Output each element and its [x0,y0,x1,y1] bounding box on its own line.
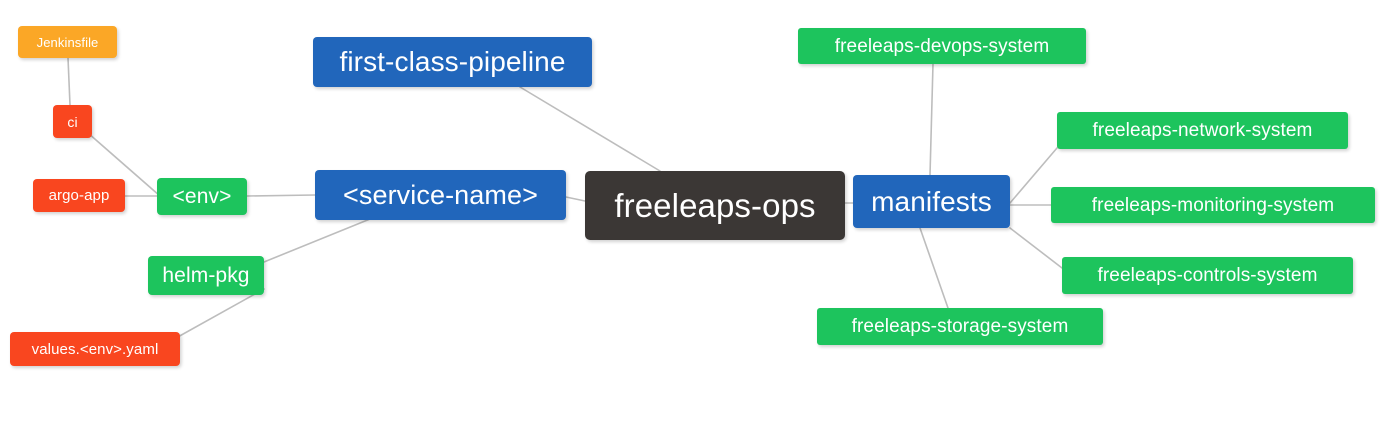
node-values-env-yaml[interactable]: values.<env>.yaml [10,332,180,366]
edge-pipeline-ops [519,86,661,172]
node-label-helm-pkg: helm-pkg [162,264,250,287]
node-env[interactable]: <env> [157,178,247,215]
node-label-service-name: <service-name> [343,179,538,210]
edge-values-helmpkg [175,288,265,339]
node-first-class-pipeline[interactable]: first-class-pipeline [313,37,592,87]
node-label-argo-app: argo-app [48,187,110,204]
node-label-freeleaps-storage-system: freeleaps-storage-system [851,316,1069,337]
node-freeleaps-controls-system[interactable]: freeleaps-controls-system [1062,257,1353,294]
node-label-freeleaps-devops-system: freeleaps-devops-system [834,35,1050,57]
node-freeleaps-ops[interactable]: freeleaps-ops [585,171,845,240]
edge-servicename-ops [565,196,586,202]
node-label-freeleaps-network-system: freeleaps-network-system [1092,120,1313,141]
node-label-env: <env> [172,185,232,208]
node-freeleaps-storage-system[interactable]: freeleaps-storage-system [817,308,1103,345]
node-freeleaps-devops-system[interactable]: freeleaps-devops-system [798,28,1086,64]
node-label-manifests: manifests [871,185,992,217]
node-label-first-class-pipeline: first-class-pipeline [339,46,566,77]
edge-devops-manifests [929,63,934,176]
node-manifests[interactable]: manifests [853,175,1010,228]
edge-helmpkg-servicename [263,218,371,263]
node-helm-pkg[interactable]: helm-pkg [148,256,264,295]
edge-network-manifests [1009,147,1058,204]
node-argo-app[interactable]: argo-app [33,179,125,212]
node-label-values-env-yaml: values.<env>.yaml [31,340,159,358]
node-ci[interactable]: ci [53,105,92,138]
node-freeleaps-monitoring-system[interactable]: freeleaps-monitoring-system [1051,187,1375,223]
edge-env-servicename [246,194,316,197]
node-label-freeleaps-controls-system: freeleaps-controls-system [1097,265,1318,286]
node-label-freeleaps-monitoring-system: freeleaps-monitoring-system [1091,194,1335,216]
node-jenkinsfile[interactable]: Jenkinsfile [18,26,117,58]
edge-jenkinsfile-ci [67,57,71,106]
node-label-ci: ci [67,113,78,130]
node-label-jenkinsfile: Jenkinsfile [36,34,99,50]
edge-controls-manifests [1009,227,1063,269]
node-freeleaps-network-system[interactable]: freeleaps-network-system [1057,112,1348,149]
node-label-freeleaps-ops: freeleaps-ops [614,187,816,224]
node-service-name[interactable]: <service-name> [315,170,566,220]
edge-storage-manifests [919,227,949,309]
